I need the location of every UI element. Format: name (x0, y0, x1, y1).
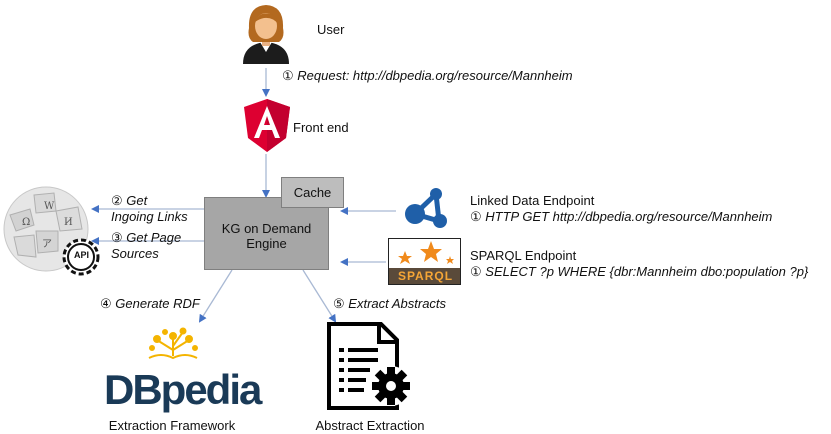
cache-box (281, 177, 344, 208)
api-gear-icon (62, 238, 100, 276)
request-text: Request: http://dbpedia.org/resource/Man… (297, 68, 573, 83)
sparql-query: ① SELECT ?p WHERE {dbr:Mannheim dbo:popu… (470, 264, 808, 280)
sparql-logo-text: SPARQL (389, 268, 460, 284)
sparql-logo: SPARQL (388, 238, 461, 285)
step-number: ④ (100, 296, 112, 311)
wikipedia-globe-icon: Ω W И ア (3, 186, 100, 276)
sparql-query-text: SELECT ?p WHERE {dbr:Mannheim dbo:popula… (485, 264, 809, 279)
get-ingoing-line-1: Get (126, 193, 148, 208)
document-gear-icon (327, 322, 411, 410)
linked-data-request-text: HTTP GET http://dbpedia.org/resource/Man… (485, 209, 773, 224)
frontend-label: Front end (293, 120, 349, 135)
linked-data-request: ① HTTP GET http://dbpedia.org/resource/M… (470, 209, 772, 225)
extract-abstracts-text: Extract Abstracts (348, 296, 447, 311)
linked-data-icon (405, 188, 447, 228)
sparql-stars-icon (398, 241, 454, 264)
svg-text:И: И (64, 217, 73, 228)
request-label: ① Request: http://dbpedia.org/resource/M… (282, 68, 573, 84)
get-page-line-1: Get Page (126, 230, 182, 245)
engine-line-2: Engine (246, 236, 287, 251)
sparql-title: SPARQL Endpoint (470, 248, 577, 263)
dbpedia-logo-text: DBpedia (104, 366, 262, 413)
extract-abstracts-label: ⑤ Extract Abstracts (333, 296, 446, 312)
user-icon (243, 5, 289, 64)
svg-text:W: W (44, 201, 55, 212)
svg-text:ア: ア (42, 239, 52, 250)
generate-rdf-label: ④ Generate RDF (100, 296, 200, 312)
step-number: ① (470, 264, 482, 279)
user-label: User (317, 22, 345, 37)
cache-label: Cache (293, 185, 332, 200)
dbpedia-caption: Extraction Framework (108, 418, 236, 433)
arrow-engine-abstract (302, 269, 337, 323)
step-number: ① (282, 68, 294, 83)
abstract-caption: Abstract Extraction (315, 418, 425, 433)
kg-engine-box (204, 197, 329, 270)
linked-data-title: Linked Data Endpoint (470, 193, 595, 208)
get-page-line-2: Sources (111, 246, 159, 261)
step-number: ③ (111, 230, 123, 245)
step-number: ② (111, 193, 123, 208)
step-number: ① (470, 209, 482, 224)
angular-logo-icon (244, 99, 290, 152)
dbpedia-tree-icon (148, 327, 198, 360)
svg-text:Ω: Ω (22, 217, 30, 228)
api-badge-label: API (73, 250, 89, 260)
get-ingoing-line-2: Ingoing Links (111, 209, 188, 224)
engine-line-1: KG on Demand (221, 221, 312, 236)
step-number: ⑤ (333, 296, 345, 311)
generate-rdf-text: Generate RDF (115, 296, 200, 311)
arrow-engine-dbpedia (198, 269, 233, 323)
